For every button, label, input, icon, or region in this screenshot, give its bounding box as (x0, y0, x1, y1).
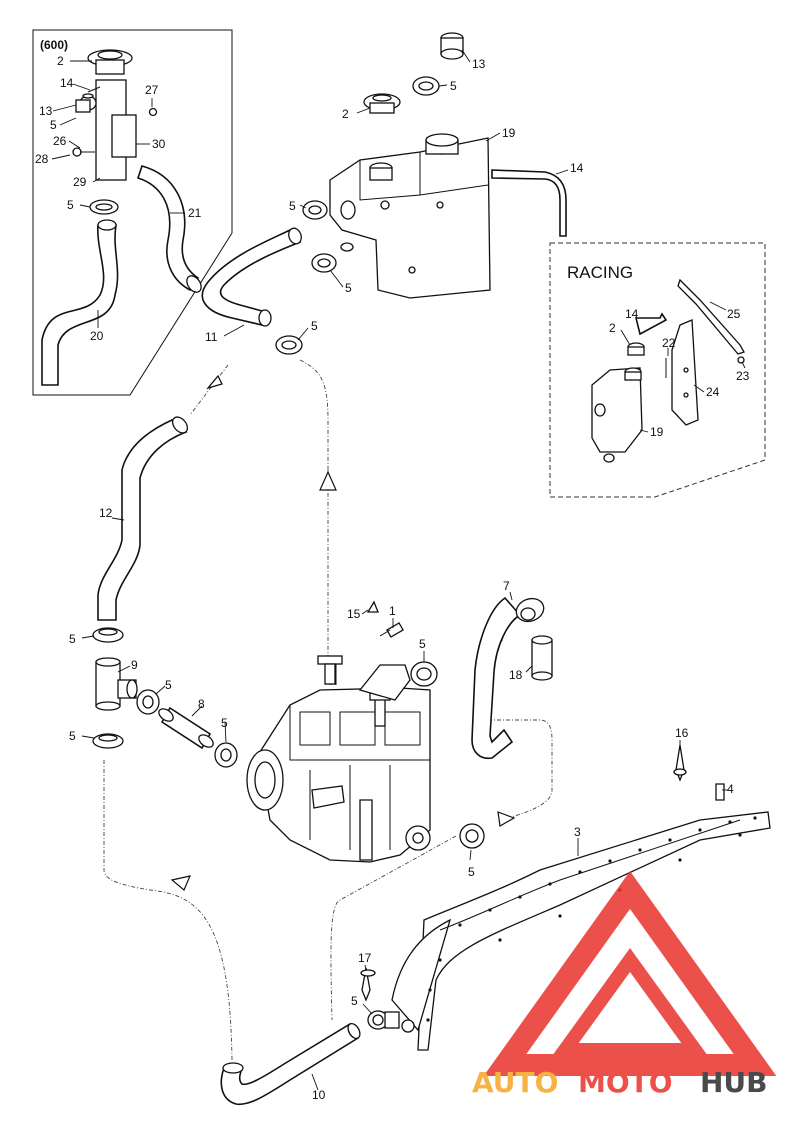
callout-14: 14 (60, 76, 74, 90)
sensor-and-hose-7: 15 1 7 5 18 (347, 579, 553, 760)
callout-5: 5 (221, 716, 228, 730)
callout-11: 11 (205, 330, 218, 344)
callout-14: 14 (625, 307, 639, 321)
automotohub-watermark: AUTO MOTO HUB (472, 871, 777, 1099)
callout-2: 2 (609, 321, 616, 335)
callout-5: 5 (351, 994, 358, 1008)
heat-exchanger: 16 4 3 5 17 5 (351, 726, 771, 1051)
callout-21: 21 (188, 206, 202, 220)
callout-22: 22 (662, 336, 676, 350)
callout-30: 30 (152, 137, 166, 151)
callout-28: 28 (35, 152, 49, 166)
hose-10: 10 (220, 1022, 361, 1106)
callout-12: 12 (99, 506, 113, 520)
callout-24: 24 (706, 385, 720, 399)
callout-5: 5 (311, 319, 318, 333)
callout-9: 9 (131, 658, 138, 672)
inset-600: (600) 2 1 (32, 29, 233, 396)
watermark-hub: HUB (700, 1066, 768, 1099)
callout-26: 26 (53, 134, 67, 148)
callout-5: 5 (69, 729, 76, 743)
callout-5: 5 (345, 281, 352, 295)
callout-5: 5 (450, 79, 457, 93)
callout-15: 15 (347, 607, 361, 621)
callout-13: 13 (472, 57, 486, 71)
watermark-auto: AUTO (472, 1066, 558, 1099)
callout-19: 19 (502, 126, 516, 140)
callout-5: 5 (419, 637, 426, 651)
callout-5: 5 (289, 199, 296, 213)
callout-7: 7 (503, 579, 510, 593)
callout-5: 5 (69, 632, 76, 646)
callout-2: 2 (342, 107, 349, 121)
callout-10: 10 (312, 1088, 326, 1102)
callout-4: 4 (727, 782, 734, 796)
callout-5: 5 (50, 118, 57, 132)
callout-5: 5 (165, 678, 172, 692)
callout-5: 5 (67, 198, 74, 212)
callout-1: 1 (389, 604, 396, 618)
callout-16: 16 (675, 726, 689, 740)
callout-3: 3 (574, 825, 581, 839)
callout-19: 19 (650, 425, 664, 439)
watermark-moto: MOTO (578, 1066, 673, 1099)
hose-12-assembly: 12 5 9 5 5 8 5 (69, 416, 238, 768)
callout-14: 14 (570, 161, 584, 175)
inset-racing: RACING 14 2 25 22 23 24 19 (549, 242, 766, 498)
callout-18: 18 (509, 668, 523, 682)
callout-23: 23 (736, 369, 750, 383)
callout-20: 20 (90, 329, 104, 343)
callout-2: 2 (57, 54, 64, 68)
callout-25: 25 (727, 307, 741, 321)
callout-8: 8 (198, 697, 205, 711)
racing-label: RACING (567, 263, 633, 282)
callout-29: 29 (73, 175, 87, 189)
engine (246, 655, 431, 863)
callout-17: 17 (358, 951, 372, 965)
callout-27: 27 (145, 83, 159, 97)
callout-5: 5 (468, 865, 475, 879)
coolant-tank: 13 5 2 19 14 5 5 11 5 (201, 32, 584, 355)
inset-600-label: (600) (40, 38, 68, 52)
automotohub-logo-icon (483, 871, 777, 1076)
callout-13: 13 (39, 104, 53, 118)
